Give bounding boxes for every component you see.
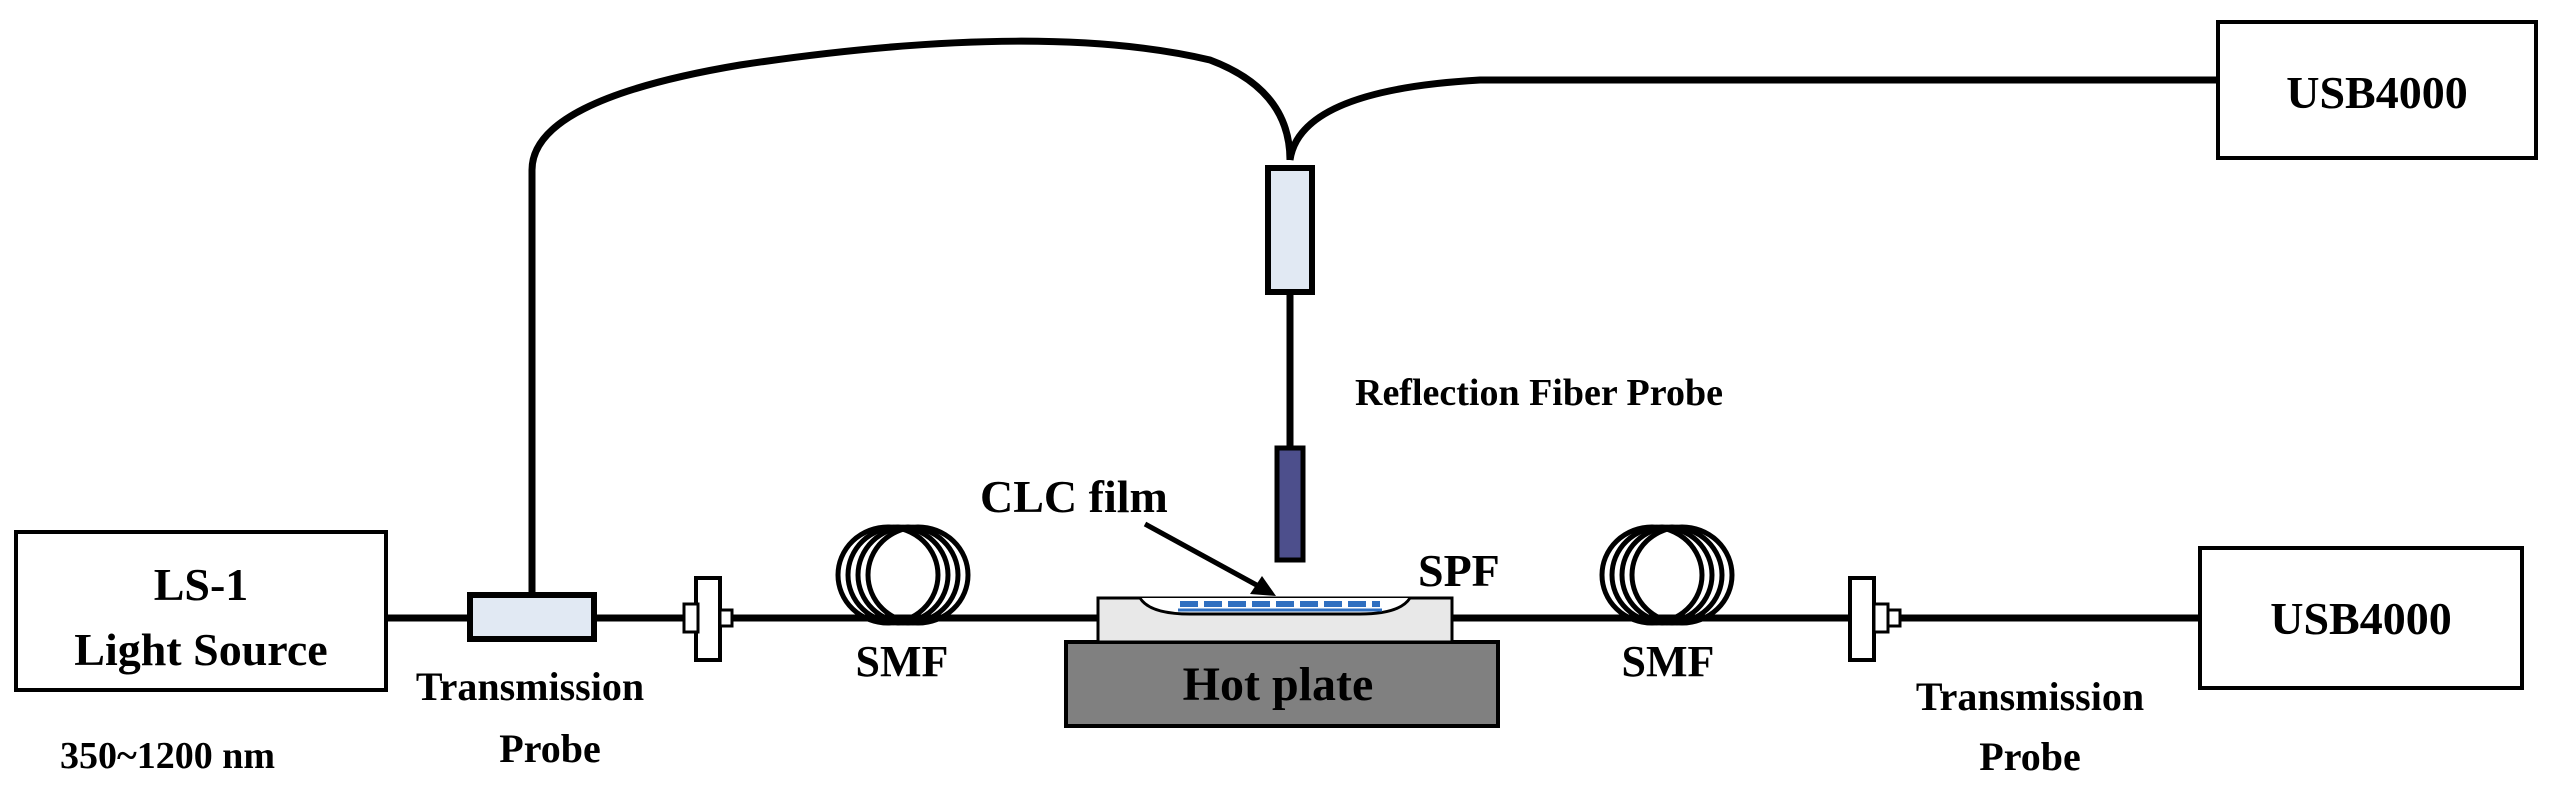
smf-left-label: SMF — [856, 637, 949, 686]
reflection-probe-label: Reflection Fiber Probe — [1355, 372, 1723, 414]
transmission-probe-left-line2: Probe — [499, 726, 600, 771]
spectrometer-top-label: USB4000 — [2286, 67, 2467, 118]
reflection-probe-tip — [1274, 445, 1306, 563]
spectrometer-top-box — [2216, 20, 2538, 160]
smf-right-label: SMF — [1622, 637, 1715, 686]
hot-plate — [1064, 640, 1500, 728]
reflection-probe-body — [1265, 165, 1315, 295]
fiber-to-top-spectrometer — [1286, 76, 2218, 161]
light-source-box — [14, 530, 388, 692]
light-source-line1: LS-1 — [154, 559, 249, 610]
connector-right-flange — [1848, 576, 1876, 662]
spectrometer-right-box — [2198, 546, 2524, 690]
smf-coil-right — [1599, 524, 1735, 626]
clc-film-arrow — [1143, 521, 1264, 591]
connector-left-boot — [718, 608, 734, 628]
clc-film-label: CLC film — [980, 471, 1168, 522]
spf-label: SPF — [1418, 545, 1500, 596]
transmission-probe-right-line2: Probe — [1979, 734, 2080, 779]
fiber-to-coupler-arch — [528, 37, 1294, 595]
connector-left-flange — [694, 576, 722, 662]
hot-plate-label: Hot plate — [1183, 658, 1374, 711]
transmission-probe-right-line1: Transmission — [1916, 674, 2144, 719]
transmission-probe-left-body — [467, 592, 597, 642]
transmission-probe-left-line1: Transmission — [416, 664, 644, 709]
smf-coil-left — [835, 524, 971, 626]
light-source-line2: Light Source — [74, 624, 327, 675]
spectrometer-right-label: USB4000 — [2270, 593, 2451, 644]
connector-right-ferrule — [1872, 602, 1890, 634]
clc-film-arrowhead — [1250, 576, 1276, 596]
light-source-range: 350~1200 nm — [60, 735, 275, 777]
connector-left-ferrule — [682, 602, 700, 634]
connector-right-boot — [1886, 608, 1902, 628]
